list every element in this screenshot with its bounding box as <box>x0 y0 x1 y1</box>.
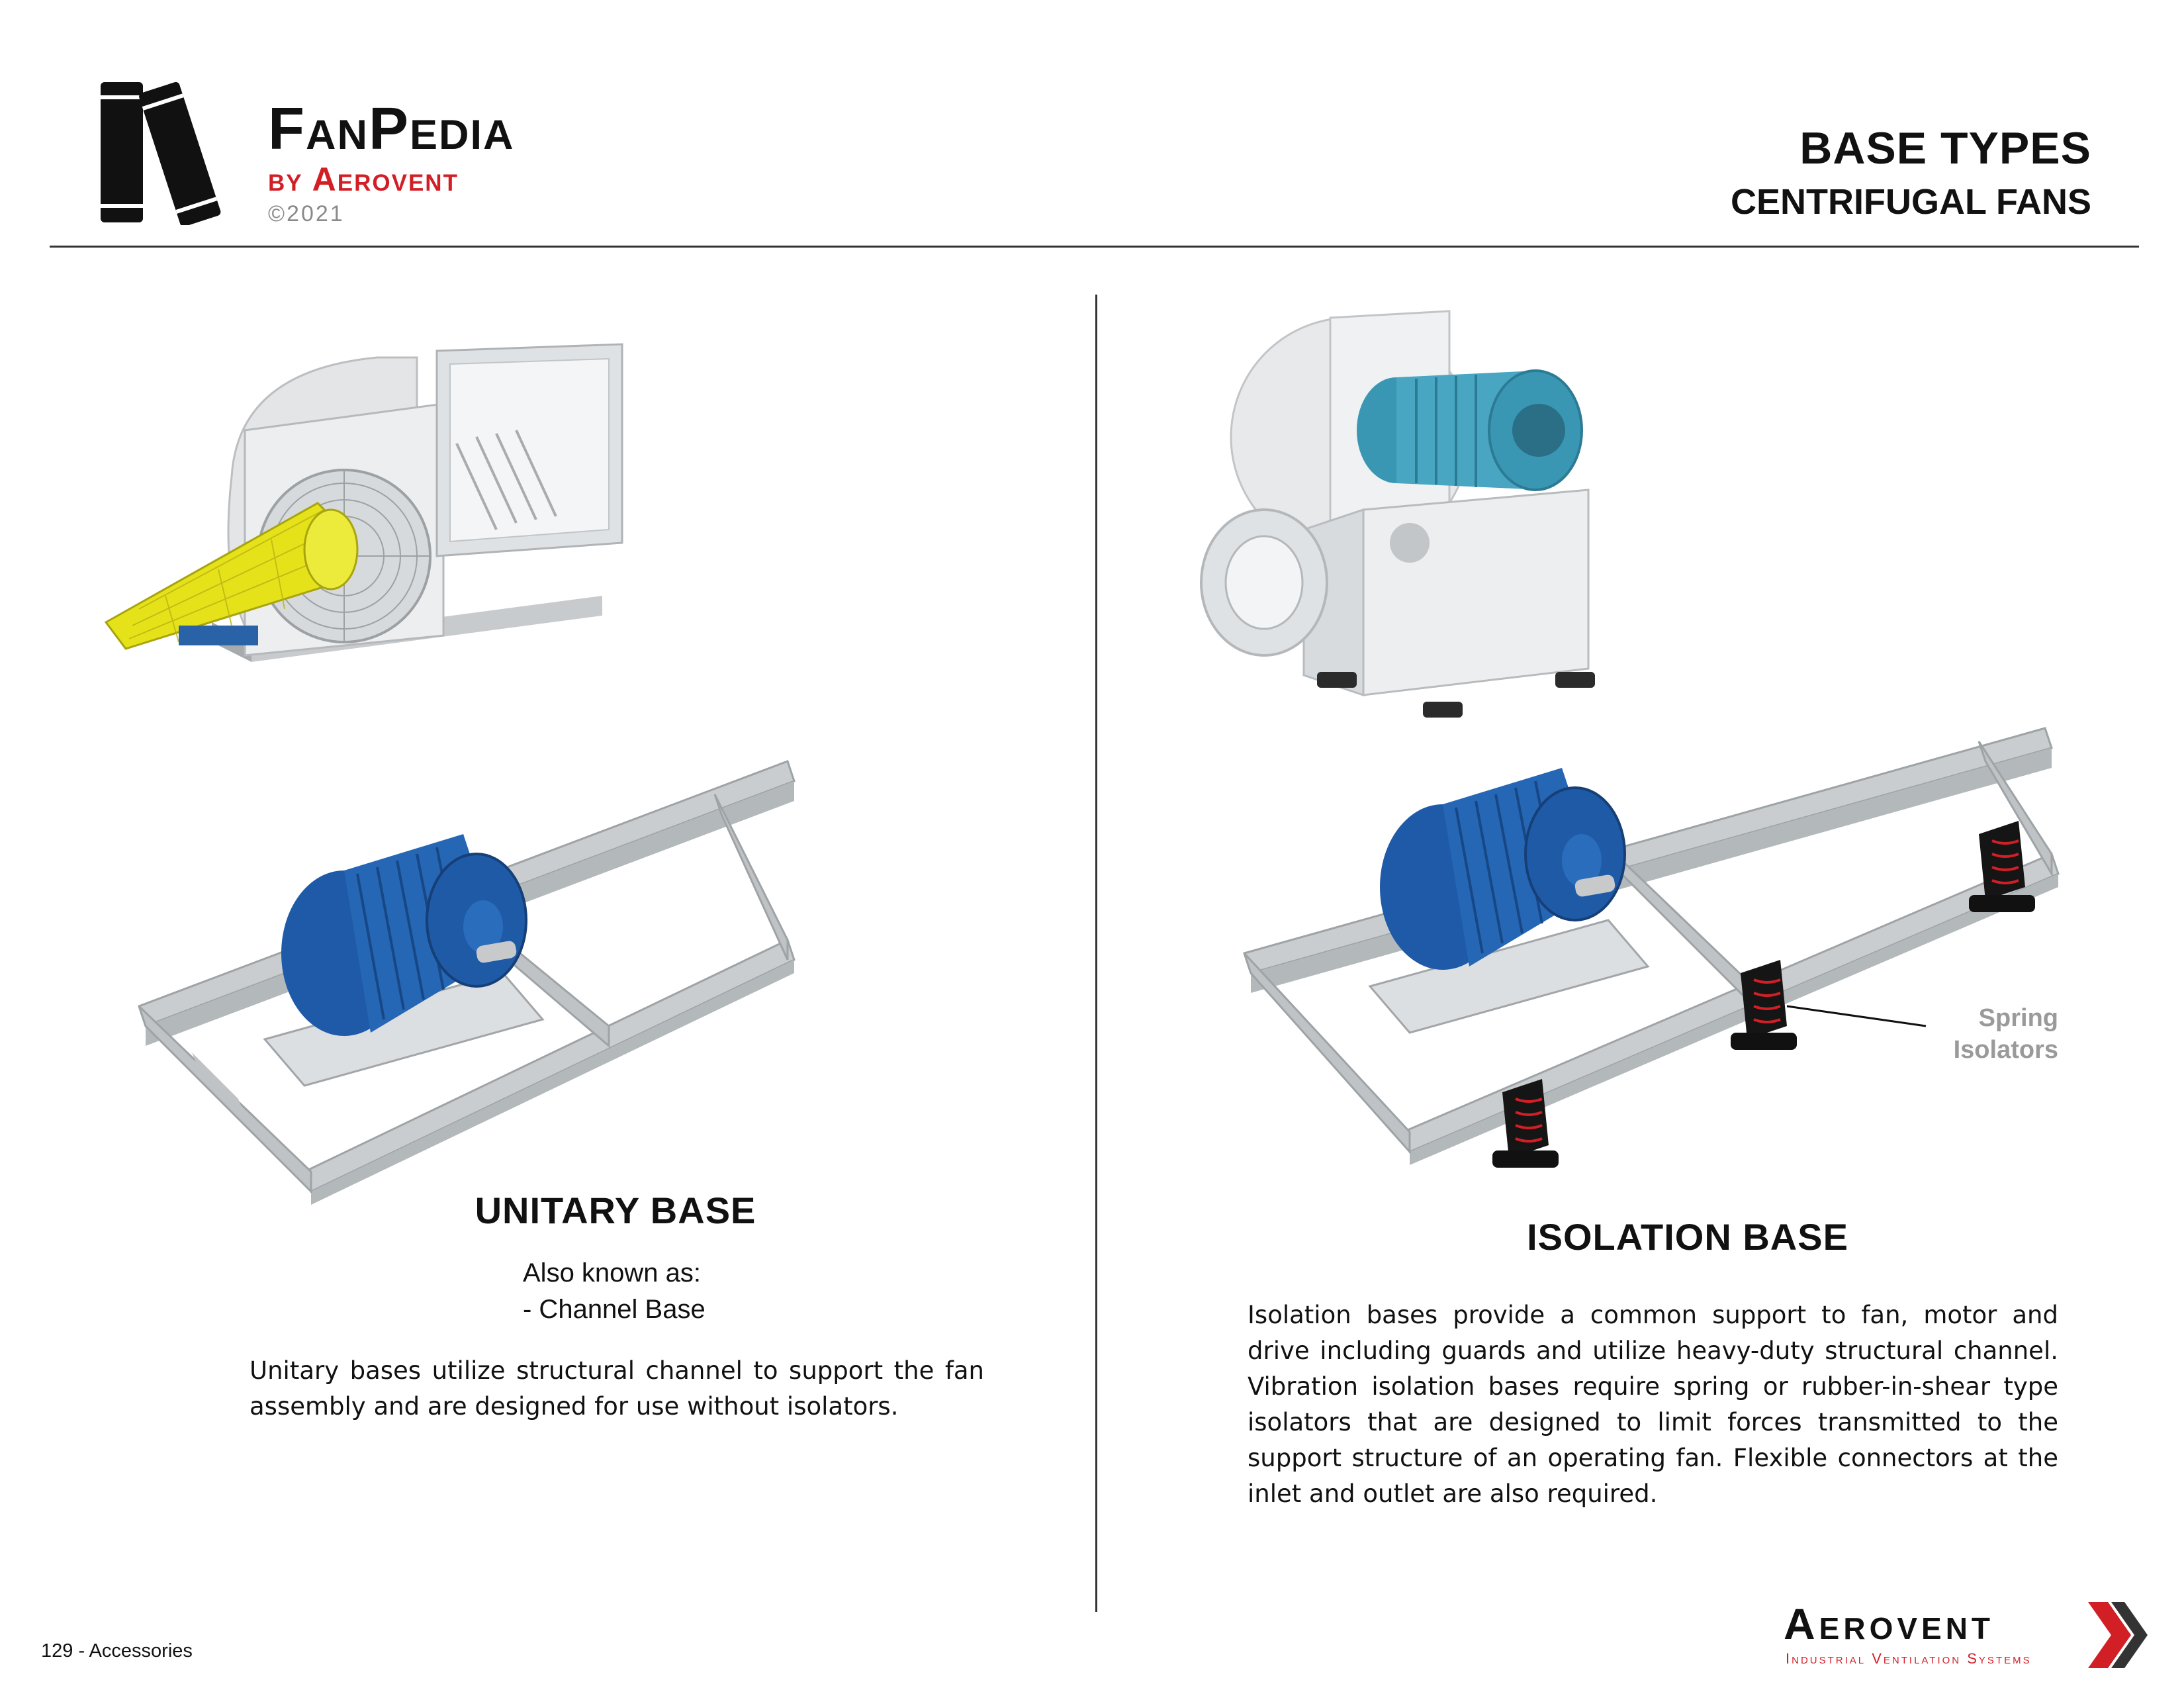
footer-tagline: Industrial Ventilation Systems <box>1786 1650 2032 1667</box>
footer-brand: Aerovent <box>1784 1599 1995 1648</box>
spring-isolator <box>1492 1079 1559 1168</box>
page-number-label: 129 - Accessories <box>41 1640 193 1662</box>
spring-isolators-callout: Spring Isolators <box>1886 1003 2058 1066</box>
brand-name: FanPedia <box>268 96 515 162</box>
centrifugal-fan-illustration <box>104 343 623 662</box>
page-title: BASE TYPES <box>1799 123 2091 173</box>
brand-by-line: by Aerovent <box>268 161 459 198</box>
spring-isolator <box>1731 960 1797 1050</box>
callout-line-2: Isolators <box>1953 1035 2058 1064</box>
callout-line-1: Spring <box>1978 1004 2058 1032</box>
isolation-base-heading: ISOLATION BASE <box>1527 1216 1848 1258</box>
column-divider <box>1095 295 1097 1612</box>
isolation-base-description: Isolation bases provide a common support… <box>1248 1301 2058 1508</box>
aka-item: - Channel Base <box>523 1295 705 1324</box>
chevron-right-icon <box>2088 1602 2148 1668</box>
aka-label: Also known as: <box>523 1258 702 1288</box>
page-subtitle: CENTRIFUGAL FANS <box>1730 182 2091 222</box>
unitary-base-heading: UNITARY BASE <box>475 1190 756 1231</box>
isolation-base-illustration <box>1243 727 2060 1168</box>
callout-leader-line <box>1786 1005 1927 1027</box>
copyright: ©2021 <box>268 201 345 226</box>
books-logo-icon <box>101 81 221 225</box>
unitary-base-description: Unitary bases utilize structural channel… <box>250 1356 984 1421</box>
spring-isolator <box>1969 821 2035 912</box>
header-divider <box>50 246 2139 248</box>
unitary-base-illustration <box>138 760 796 1205</box>
pedestal-fan-illustration <box>1200 310 1595 718</box>
